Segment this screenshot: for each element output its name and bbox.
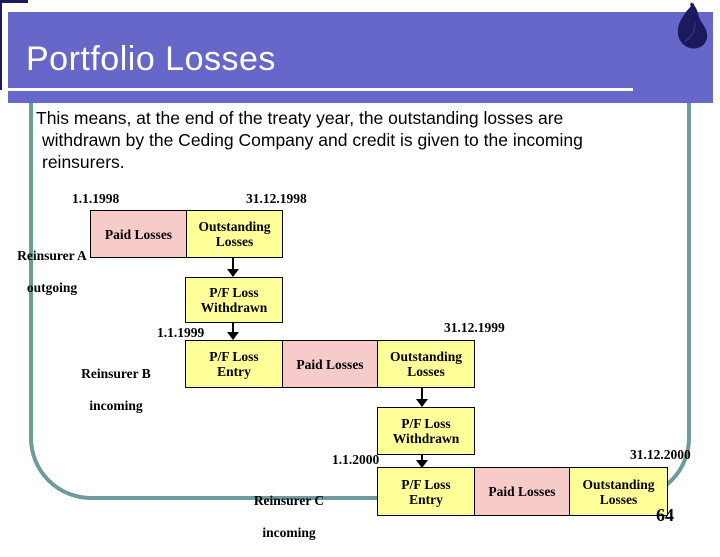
down-arrow-1 <box>232 257 234 269</box>
slide-edge-top <box>0 0 28 3</box>
box-outstanding-losses-1998: Outstanding Losses <box>186 210 283 258</box>
date-31-12-1998: 31.12.1998 <box>246 191 307 206</box>
box-outstanding-losses-1999: Outstanding Losses <box>377 340 475 388</box>
box-pf-loss-withdrawn-2: P/F Loss Withdrawn <box>377 407 475 455</box>
box-paid-losses-2000: Paid Losses <box>474 467 570 516</box>
date-1-1-1999: 1.1.1999 <box>157 325 205 340</box>
body-paragraph: This means, at the end of the treaty yea… <box>36 107 676 173</box>
reinsurer-c-name: Reinsurer C <box>253 493 325 508</box>
down-arrow-2-head <box>227 332 239 340</box>
date-1-1-2000: 1.1.2000 <box>332 452 380 467</box>
reinsurer-a-label: Reinsurer A outgoing <box>8 232 96 312</box>
down-arrow-4-head <box>416 460 428 468</box>
body-line-3: reinsurers. <box>42 152 125 172</box>
down-arrow-4 <box>421 454 423 460</box>
reinsurer-a-direction: outgoing <box>26 280 78 295</box>
date-1-1-1998: 1.1.1998 <box>72 191 120 206</box>
box-pf-loss-entry-2000: P/F Loss Entry <box>377 467 475 516</box>
reinsurer-b-name: Reinsurer B <box>81 366 151 381</box>
slide-edge-left <box>0 0 2 90</box>
down-arrow-2 <box>232 322 234 332</box>
box-paid-losses-1998: Paid Losses <box>90 210 187 258</box>
box-pf-loss-withdrawn-1: P/F Loss Withdrawn <box>185 277 283 323</box>
body-line-1: This means, at the end of the treaty yea… <box>36 108 564 128</box>
page-title: Portfolio Losses <box>26 40 276 78</box>
box-outstanding-losses-2000: Outstanding Losses <box>569 467 668 516</box>
box-paid-losses-1999: Paid Losses <box>282 340 378 388</box>
page-number: 64 <box>656 505 674 525</box>
reinsurer-a-name: Reinsurer A <box>17 248 87 263</box>
reinsurer-b-direction: incoming <box>89 398 143 413</box>
down-arrow-1-head <box>227 269 239 277</box>
reinsurer-b-label: Reinsurer B incoming <box>70 350 162 430</box>
title-underline <box>8 88 633 91</box>
reinsurer-c-direction: incoming <box>262 525 316 540</box>
date-31-12-2000: 31.12.2000 <box>630 447 691 462</box>
body-line-2: withdrawn by the Ceding Company and cred… <box>42 130 583 150</box>
reinsurer-c-label: Reinsurer C incoming <box>243 477 335 557</box>
down-arrow-3-head <box>416 399 428 407</box>
box-pf-loss-entry-1999: P/F Loss Entry <box>185 340 283 388</box>
down-arrow-3 <box>421 387 423 399</box>
title-banner <box>8 12 713 103</box>
flame-icon <box>677 2 708 49</box>
date-31-12-1999: 31.12.1999 <box>444 320 505 335</box>
